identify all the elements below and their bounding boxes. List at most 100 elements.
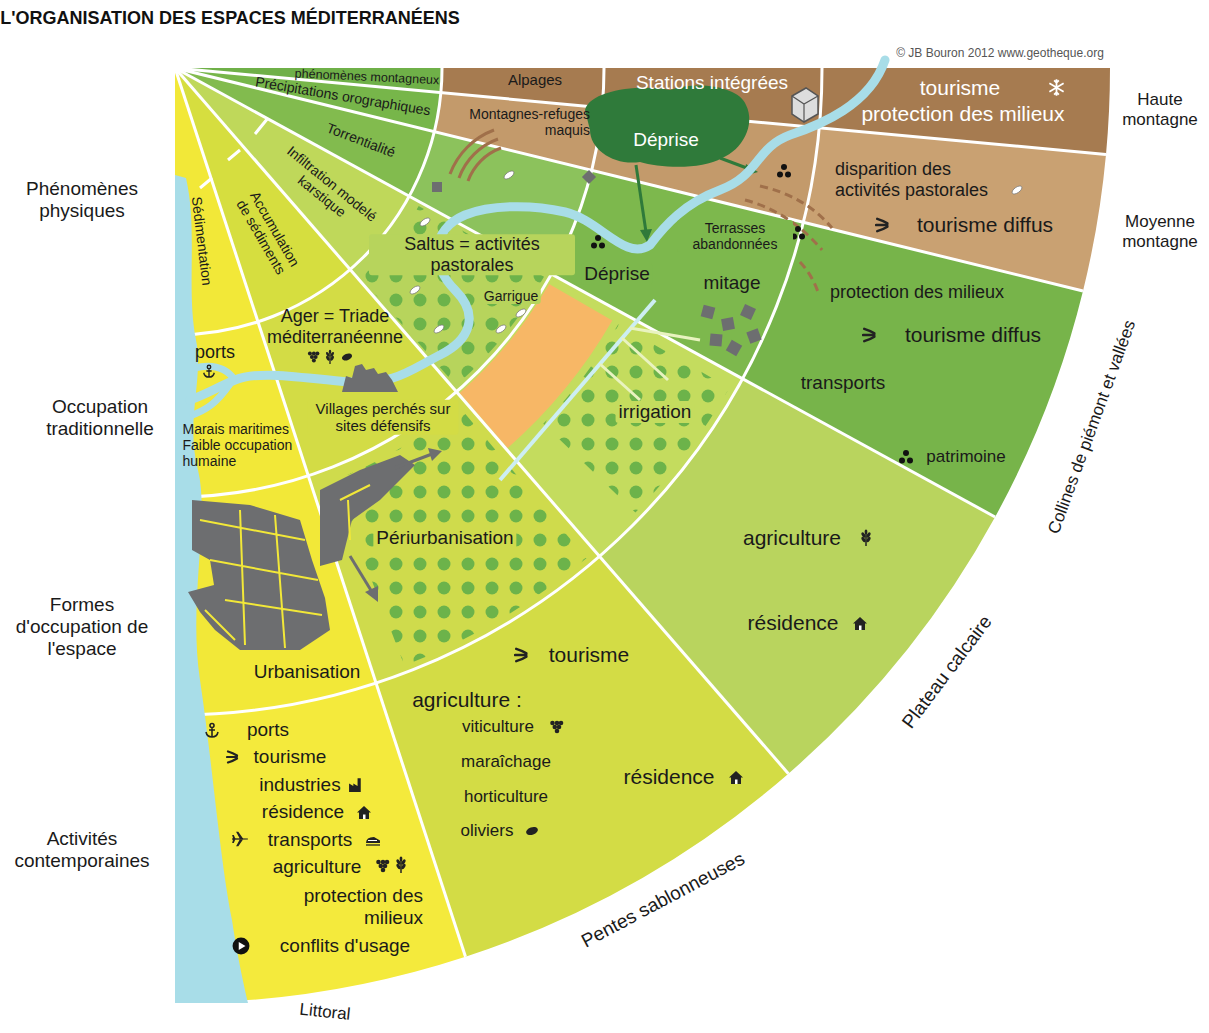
olive-icon bbox=[525, 825, 539, 836]
zone-text: industries bbox=[259, 774, 340, 796]
orchard-area bbox=[333, 407, 586, 666]
zone-cell: protection des milieux tourisme diffus tra… bbox=[743, 222, 1084, 517]
zone-text: transports bbox=[801, 372, 885, 394]
zone-cell: Déprise bbox=[592, 108, 820, 223]
zone-text: disparition des activités pastorales bbox=[835, 159, 1005, 200]
row-label: Phénomènes physiques bbox=[0, 178, 167, 222]
credit: © JB Bouron 2012 www.geotheque.org bbox=[896, 47, 1104, 61]
zone-text: maraîchage bbox=[461, 752, 551, 772]
scattered-houses bbox=[701, 304, 762, 356]
house-icon bbox=[729, 771, 743, 784]
zone-divider bbox=[175, 68, 822, 715]
zone-text: Ager = Triade méditerranéenne bbox=[250, 306, 420, 347]
zone-text: Infiltration modelé karstique bbox=[272, 141, 382, 238]
zone-text: Alpages bbox=[508, 71, 562, 88]
zone-text: tourisme diffus bbox=[905, 323, 1041, 347]
zone-text: résidence bbox=[623, 765, 714, 789]
zone-text: Déprise bbox=[581, 263, 652, 285]
conflict-icon bbox=[233, 938, 250, 955]
zone-text: conflits d'usage bbox=[280, 935, 410, 957]
zone-cell: irrigation bbox=[456, 274, 742, 556]
sprawl-arrowhead bbox=[428, 448, 442, 461]
zone-text: viticulture bbox=[462, 717, 534, 737]
zone-cell: tourismeprotection des milieux bbox=[819, 68, 1110, 154]
deprise-arrow bbox=[636, 165, 646, 232]
shelter-square bbox=[432, 182, 442, 192]
zone-text: ports bbox=[247, 719, 289, 741]
zone-text: agriculture : bbox=[412, 688, 522, 712]
zone-text: tourisme bbox=[549, 643, 630, 667]
streets bbox=[200, 510, 322, 648]
seed-icon bbox=[409, 284, 422, 295]
tourism-icon bbox=[515, 649, 526, 661]
house-icon bbox=[357, 806, 371, 819]
zone-cell: tourisme agriculture : viticulture maraîcha… bbox=[376, 556, 788, 956]
house bbox=[709, 333, 722, 346]
snowflake-icon bbox=[1049, 79, 1063, 96]
zone-cell: Déprise Terrasses abandonnées mitage bbox=[551, 170, 803, 378]
olive-icon bbox=[341, 352, 353, 362]
dots-icon bbox=[591, 235, 605, 249]
zone-text: tourisme bbox=[920, 76, 1001, 100]
zone-text: irrigation bbox=[616, 401, 695, 423]
forest bbox=[585, 86, 749, 167]
zone-text: agriculture bbox=[273, 856, 362, 878]
terrace bbox=[450, 130, 494, 174]
zone-cell: portsMarais maritimes Faible occupation … bbox=[175, 322, 308, 497]
grapes-icon bbox=[376, 860, 389, 873]
train-icon bbox=[366, 837, 380, 845]
ski-station bbox=[792, 88, 818, 122]
zone-text: transports bbox=[268, 829, 352, 851]
zone-text: phénomènes montagneux bbox=[294, 66, 439, 87]
house bbox=[721, 317, 735, 331]
tourism-icon bbox=[863, 329, 874, 341]
zone-cell: phénomènes montagneux bbox=[175, 68, 442, 93]
zone-text: Urbanisation bbox=[254, 661, 361, 683]
zone-text: Marais maritimes Faible occupation humai… bbox=[183, 421, 318, 469]
periurban-area bbox=[320, 455, 415, 566]
separator-layer bbox=[175, 68, 1106, 957]
furrow bbox=[622, 338, 668, 380]
row-label: Formes d'occupation de l'espace bbox=[7, 594, 157, 660]
zone-text: Périurbanisation bbox=[373, 527, 516, 549]
zone-text: agriculture bbox=[743, 526, 841, 550]
furrow bbox=[600, 364, 640, 400]
anchor-icon bbox=[206, 724, 218, 738]
zone-cell: agriculture résidence bbox=[600, 379, 996, 774]
title: L'ORGANISATION DES ESPACES MÉDITERRANÉEN… bbox=[0, 8, 460, 29]
zone-text: protection des milieux bbox=[263, 885, 423, 929]
grapes-icon bbox=[550, 721, 563, 734]
zone-cell: Stations intégrées bbox=[602, 68, 822, 128]
seed-icon bbox=[419, 216, 432, 227]
abandoned-terrace bbox=[800, 262, 818, 292]
zone-cell: Saltus = activités pastoralesGarrigue bbox=[350, 196, 551, 392]
zone-cell: Montagnes-refuges maquis bbox=[434, 93, 602, 171]
zone-cell: portstourismeindustriesrésidencetranspor… bbox=[175, 683, 466, 1003]
zone-text: mitage bbox=[703, 272, 760, 294]
zone-cell: Urbanisation bbox=[175, 476, 376, 715]
sprawl-arrow bbox=[395, 454, 432, 468]
anchor-icon bbox=[204, 365, 215, 377]
overlay-layer bbox=[333, 206, 729, 666]
column-label: Littoral bbox=[299, 1000, 352, 1025]
dots-icon bbox=[899, 450, 913, 464]
zone-text: Torrentialité bbox=[324, 120, 397, 161]
sprawl-arrow bbox=[350, 556, 372, 592]
cell-layer bbox=[175, 68, 1110, 1003]
zone-text: résidence bbox=[747, 611, 838, 635]
zone-text: Sédimentation bbox=[189, 196, 216, 287]
zone-text: Villages perchés sur sites défensifs bbox=[308, 400, 459, 435]
zone-cell: Alpages bbox=[441, 68, 604, 108]
river-delta bbox=[190, 366, 235, 416]
row-label: Activités contemporaines bbox=[2, 828, 162, 872]
zone-text: Saltus = activités pastorales bbox=[369, 234, 575, 275]
zone-text: oliviers bbox=[461, 821, 514, 841]
zone-cell bbox=[803, 128, 1106, 291]
tourism-icon bbox=[227, 752, 237, 763]
zone-text: Terrasses abandonnées bbox=[677, 220, 793, 252]
zone-divider bbox=[175, 68, 1083, 291]
zone-text: protection des milieux bbox=[830, 282, 1004, 303]
dots-icon bbox=[791, 226, 805, 240]
